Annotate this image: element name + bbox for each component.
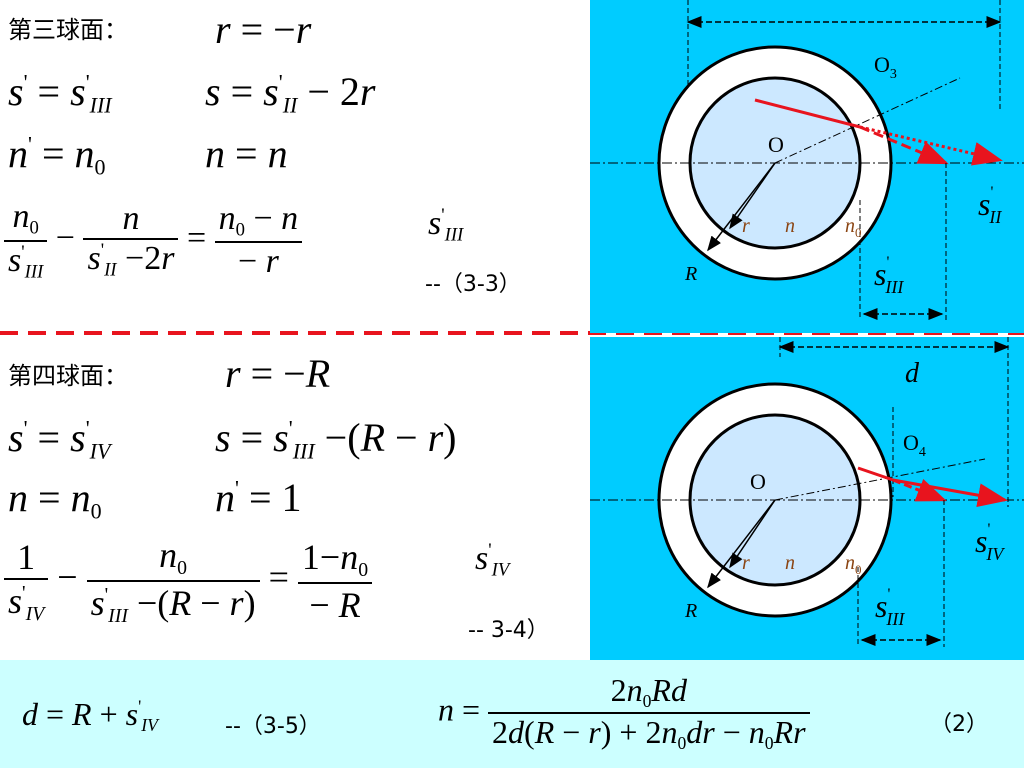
divider-dashed-line (0, 331, 1024, 335)
refracted-ray (892, 478, 1008, 508)
section3-tag: --（3-3） (425, 272, 521, 297)
label-O: O (750, 469, 766, 494)
incident-ray (857, 466, 894, 482)
label-n: n (785, 215, 795, 237)
section3-eq-n-prime: n' = n0 (8, 131, 106, 180)
section3-result-label: s'III (428, 205, 464, 246)
label-s-II: s'II (978, 184, 1002, 227)
label-O3: O3 (874, 52, 897, 82)
section3-eq-n: n = n (205, 131, 288, 176)
label-s-IV: s'IV (975, 521, 1005, 564)
section3-eq-s: s = s'II − 2r (205, 69, 376, 118)
radius-r (729, 499, 776, 569)
label-r: r (742, 215, 750, 237)
section4-eq-s-prime: s' = s'IV (8, 415, 111, 464)
incident-ray (754, 98, 861, 129)
label-n: n (785, 552, 795, 574)
label-s-III: s'III (875, 586, 905, 629)
section4-tag: -- 3-4） (468, 618, 549, 643)
radius-R (707, 499, 776, 589)
tag-d: --（3-5） (225, 714, 321, 739)
section4-eq-s: s = s'III −(R − r) (215, 415, 457, 464)
section4-eq-r: r = −R (225, 351, 331, 396)
diagram-panel-bottom: d O4 O r n n0 R s'IV s'III (590, 337, 1024, 660)
section4-eq-n-prime: n' = 1 (215, 475, 302, 520)
section3-eq-s-prime: s' = s'III (8, 69, 112, 118)
section3-eq-r: r = −r (215, 7, 312, 52)
label-O4: O4 (903, 430, 926, 460)
label-s-III: s'III (874, 254, 904, 297)
label-O: O (768, 132, 784, 157)
radius-R (707, 162, 776, 252)
eq-d: d = R + s'IV (22, 696, 158, 736)
diagram-top-svg: O3 O r n n0 R s'II s'III (590, 0, 1024, 320)
tag-n: （2） (930, 712, 988, 737)
ray-dashed (859, 125, 949, 165)
label-R: R (684, 263, 697, 285)
ray-dashed (892, 478, 947, 502)
diagram-panel-top: O3 O r n n0 R s'II s'III (590, 0, 1024, 333)
section4-eq-n: n = n0 (8, 475, 102, 524)
label-R: R (684, 600, 697, 622)
section4-title: 第四球面： (8, 362, 128, 390)
section3-title: 第三球面： (8, 16, 128, 44)
label-r: r (742, 552, 750, 574)
section4-result-label: s'IV (475, 540, 510, 581)
label-d: d (905, 358, 920, 389)
diagram-bottom-svg: d O4 O r n n0 R s'IV s'III (590, 337, 1024, 647)
